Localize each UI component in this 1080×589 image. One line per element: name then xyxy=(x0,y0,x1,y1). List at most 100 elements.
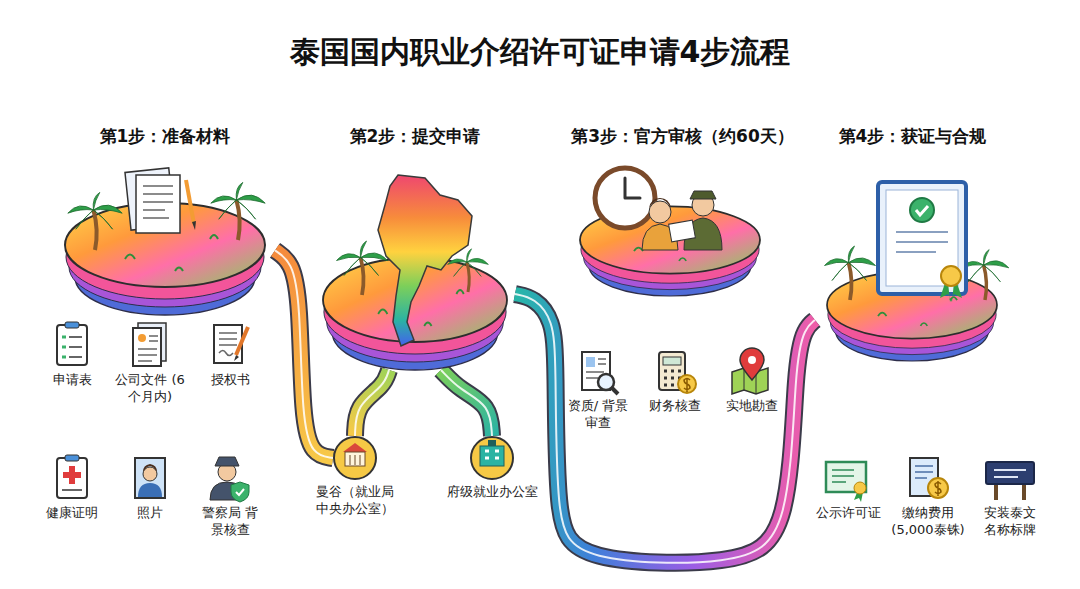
island-step4 xyxy=(910,198,934,222)
road-surface xyxy=(355,370,389,436)
site-inspection-icon xyxy=(740,348,764,380)
thai-signboard-icon xyxy=(986,462,1034,500)
fee-payment-icon xyxy=(928,478,948,498)
fee-payment-icon xyxy=(935,481,941,496)
photo-icon xyxy=(135,458,165,498)
authorization-letter-icon xyxy=(234,355,239,361)
island-step4 xyxy=(825,182,1009,361)
thai-signboard-icon xyxy=(994,470,1026,477)
company-documents-icon xyxy=(138,336,158,361)
financial-check-icon xyxy=(684,378,690,392)
step-heading: 第4步：获证与合规 xyxy=(815,125,1010,148)
island-step2 xyxy=(323,175,507,370)
thai-signboard-icon xyxy=(986,462,1034,484)
photo-icon xyxy=(143,467,157,481)
road-centerline xyxy=(355,370,389,436)
island-step3 xyxy=(649,201,671,223)
health-certificate-icon xyxy=(65,455,79,461)
central-office-icon xyxy=(334,437,376,479)
icon-label: 公司文件 (6个月内) xyxy=(111,372,189,406)
icon-label: 警察局 背景核查 xyxy=(199,505,261,539)
icon-label: 财务核查 xyxy=(642,398,708,415)
police-officer-icon xyxy=(210,457,249,502)
office-circle: 曼谷（就业局 中央办公室） xyxy=(333,436,377,480)
company-documents-icon xyxy=(138,334,146,342)
provincial-office-icon xyxy=(471,437,513,479)
application-form-icon xyxy=(57,322,87,365)
island-step1 xyxy=(211,182,265,240)
police-officer-icon xyxy=(215,457,239,466)
island-step4 xyxy=(916,206,928,215)
island-step1 xyxy=(136,175,180,233)
title: 泰国国内职业介绍许可证申请4步流程 xyxy=(0,32,1080,73)
island-step1 xyxy=(143,186,173,218)
photo-icon xyxy=(143,464,157,472)
icon-label: 缴纳费用 (5,000泰铢) xyxy=(886,505,970,539)
company-documents-icon xyxy=(133,323,166,366)
health-certificate-icon xyxy=(62,489,82,491)
road-surface xyxy=(275,250,333,458)
health-certificate-icon xyxy=(57,458,87,498)
provincial-office-icon xyxy=(471,437,513,479)
road-connector xyxy=(515,294,815,563)
island-step3 xyxy=(580,168,760,296)
police-officer-icon xyxy=(236,489,244,495)
central-office-icon xyxy=(334,437,376,479)
island-step4 xyxy=(825,246,876,300)
island-step1 xyxy=(68,192,122,250)
step-heading: 第1步：准备材料 xyxy=(55,125,275,148)
company-documents-icon xyxy=(133,328,161,366)
license-display-icon xyxy=(832,470,854,482)
police-officer-icon xyxy=(231,482,249,502)
fee-payment-icon xyxy=(915,466,933,478)
qualification-check-icon xyxy=(612,388,618,394)
island-step3 xyxy=(595,168,655,228)
island-step1 xyxy=(186,180,194,224)
island-step4 xyxy=(878,182,966,294)
central-office-icon xyxy=(345,452,365,466)
island-step2 xyxy=(337,241,388,295)
island-step4 xyxy=(961,250,1009,300)
step-island: 第2步：提交申请 xyxy=(315,125,515,370)
road-edge xyxy=(441,370,492,436)
icon-label: 资质/ 背景审查 xyxy=(567,398,629,432)
road-connector xyxy=(355,370,389,436)
step-island: 第1步：准备材料 xyxy=(55,125,275,315)
authorization-letter-icon xyxy=(214,325,248,363)
road-centerline xyxy=(515,294,815,563)
road-edge xyxy=(515,294,815,563)
island-step2 xyxy=(378,175,472,346)
step-island: 第3步：官方审核（约60天） xyxy=(550,125,815,300)
fee-payment-icon xyxy=(910,458,948,498)
authorization-letter-icon xyxy=(214,325,242,363)
step-island: 第4步：获证与合规 xyxy=(815,125,1010,365)
office-circle: 府级就业办公室 xyxy=(470,436,514,480)
central-office-icon xyxy=(350,455,360,465)
icon-label: 实地勘查 xyxy=(719,398,785,415)
provincial-office-icon xyxy=(488,440,496,446)
icon-label: 申请表 xyxy=(42,372,102,389)
island-step4 xyxy=(896,232,948,252)
financial-check-icon xyxy=(663,357,681,365)
site-inspection-icon xyxy=(748,356,756,364)
license-display-icon xyxy=(854,482,866,494)
application-form-icon xyxy=(69,337,82,357)
authorization-letter-icon xyxy=(236,327,248,355)
qualification-check-icon xyxy=(586,357,595,367)
icon-label: 安装泰文 名称标牌 xyxy=(978,505,1042,539)
application-form-icon xyxy=(57,325,87,365)
health-certificate-icon xyxy=(63,466,81,484)
photo-icon xyxy=(135,458,165,498)
icon-label: 公示许可证 xyxy=(811,505,885,522)
road-edge xyxy=(275,250,333,458)
qualification-check-icon xyxy=(582,352,618,394)
road-edge xyxy=(355,370,389,436)
authorization-letter-icon xyxy=(219,333,237,356)
central-office-icon xyxy=(343,443,367,452)
financial-check-icon xyxy=(659,352,696,393)
road-centerline xyxy=(441,370,492,436)
icon-label: 健康证明 xyxy=(39,505,105,522)
